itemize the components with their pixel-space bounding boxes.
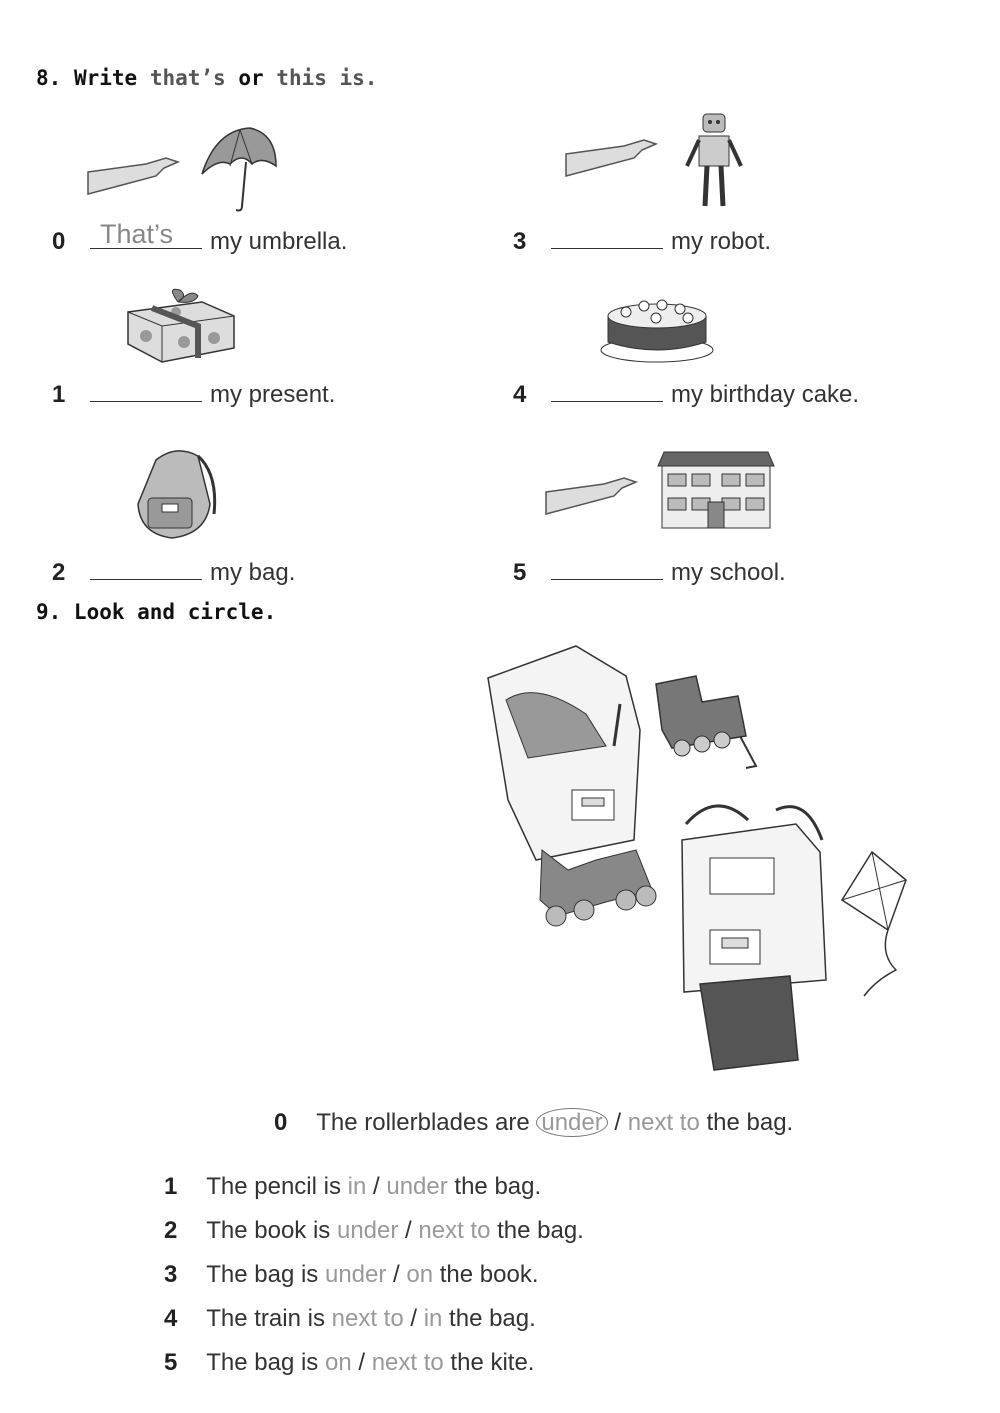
option[interactable]: next to bbox=[331, 1305, 404, 1332]
answer-blank[interactable] bbox=[551, 557, 663, 580]
option[interactable]: next to bbox=[418, 1217, 491, 1244]
answer-blank[interactable] bbox=[551, 226, 663, 249]
option[interactable]: under bbox=[386, 1173, 448, 1200]
robot-image bbox=[685, 113, 743, 207]
option[interactable]: next to bbox=[371, 1349, 444, 1376]
option[interactable]: next to bbox=[627, 1109, 700, 1136]
option[interactable]: in bbox=[347, 1173, 367, 1200]
exercise-9-item: 2 The book is under / next to the bag. bbox=[164, 1217, 584, 1244]
answer-blank[interactable] bbox=[551, 379, 663, 402]
schoolbag-image bbox=[137, 450, 217, 539]
option[interactable]: under bbox=[324, 1261, 387, 1288]
school-building-image bbox=[657, 451, 775, 529]
circled-option: under bbox=[536, 1108, 608, 1137]
exercise-9-example: 0 The rollerblades are under / next to t… bbox=[274, 1108, 794, 1137]
exercise-9-item: 3 The bag is under / on the book. bbox=[164, 1261, 539, 1288]
answer-blank[interactable]: That’s bbox=[90, 219, 202, 249]
exercise-9-item: 4 The train is next to / in the bag. bbox=[164, 1305, 536, 1332]
answer-blank[interactable] bbox=[90, 379, 202, 402]
exercise-9-heading: 9. Look and circle. bbox=[36, 600, 277, 624]
umbrella-image bbox=[201, 127, 277, 212]
exercise-9-item: 1 The pencil is in / under the bag. bbox=[164, 1173, 542, 1200]
answer-blank[interactable] bbox=[90, 557, 202, 580]
option[interactable]: under bbox=[336, 1217, 399, 1244]
pointing-hand-image bbox=[545, 477, 639, 515]
exercise-8-heading: 8. Write that’s or this is. bbox=[36, 66, 378, 90]
pointing-hand-image bbox=[565, 139, 659, 177]
exercise-9-item: 5 The bag is on / next to the kite. bbox=[164, 1349, 535, 1376]
bag-scene-illustration bbox=[487, 645, 907, 1071]
option[interactable]: on bbox=[406, 1261, 434, 1288]
option[interactable]: in bbox=[423, 1305, 443, 1332]
option[interactable]: on bbox=[324, 1349, 352, 1376]
present-image bbox=[127, 288, 235, 363]
birthday-cake-image bbox=[600, 299, 714, 363]
pointing-hand-image bbox=[87, 157, 181, 195]
exercise-number: 8. bbox=[36, 66, 62, 90]
example-answer: That’s bbox=[100, 219, 174, 249]
